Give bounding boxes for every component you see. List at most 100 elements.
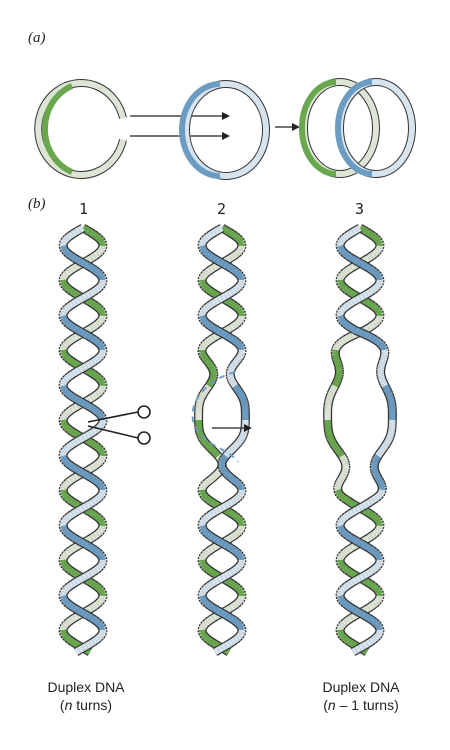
- strand-segment: [91, 511, 99, 519]
- strand-segment: [67, 287, 75, 295]
- strand-segment: [72, 535, 80, 543]
- strand-segment: [227, 289, 234, 297]
- strand-segment: [200, 562, 208, 568]
- strand-segment: [201, 621, 208, 629]
- strand-segment: [228, 265, 236, 273]
- strand-segment: [360, 611, 367, 619]
- strand-segment: [356, 609, 364, 617]
- strand-segment: [202, 515, 209, 523]
- strand-segment: [66, 477, 74, 485]
- strand-segment: [368, 637, 376, 645]
- strand-segment: [376, 630, 383, 636]
- strand-segment: [229, 380, 237, 386]
- strand-segment: [342, 285, 349, 293]
- strand-segment: [209, 366, 217, 372]
- strand-segment: [88, 429, 95, 437]
- strand-segment: [95, 619, 102, 627]
- strand-segment: [235, 356, 242, 362]
- strand-segment: [76, 607, 83, 615]
- strand-segment: [369, 267, 377, 275]
- strand-segment: [71, 509, 78, 517]
- strand-segment: [237, 596, 245, 602]
- strand-segment: [378, 376, 386, 382]
- strand-segment: [214, 469, 222, 477]
- strand-segment: [382, 384, 389, 390]
- strand-segment: [342, 335, 350, 343]
- strand-segment: [95, 319, 102, 327]
- strand-segment: [66, 337, 74, 345]
- strand-segment: [60, 246, 68, 252]
- strand-segment: [236, 238, 244, 244]
- strand-segment: [204, 303, 211, 311]
- strand-segment: [371, 233, 378, 241]
- strand-segment: [205, 360, 213, 366]
- strand-segment: [63, 493, 70, 501]
- strand-segment: [99, 490, 106, 496]
- strand-segment: [233, 357, 241, 365]
- strand-segment: [213, 647, 221, 655]
- strand-segment: [236, 341, 243, 349]
- strand-segment: [97, 378, 105, 384]
- strand-segment: [67, 231, 75, 239]
- strand-segment: [62, 527, 69, 535]
- strand-segment: [89, 265, 97, 273]
- strand-segment: [95, 479, 102, 487]
- strand-segment: [358, 573, 366, 581]
- strand-segment: [202, 305, 209, 313]
- strand-segment: [340, 563, 347, 571]
- strand-segment: [341, 469, 349, 473]
- helix-duplex-n-turns: [58, 224, 108, 656]
- strand-segment: [230, 637, 238, 645]
- strand-segment: [338, 588, 346, 594]
- strand-segment: [97, 621, 104, 629]
- strand-segment: [333, 358, 341, 364]
- strand-segment: [76, 257, 83, 265]
- strand-segment: [237, 316, 245, 322]
- strand-segment: [198, 394, 206, 400]
- strand-segment: [66, 391, 74, 399]
- strand-segment: [199, 352, 207, 358]
- strand-segment: [220, 468, 228, 474]
- strand-segment: [381, 444, 388, 450]
- strand-segment: [235, 515, 242, 523]
- strand-segment: [363, 535, 371, 543]
- strand-segment: [88, 639, 95, 647]
- strand-segment: [203, 529, 210, 537]
- strand-segment: [236, 308, 244, 314]
- strand-segment: [371, 495, 379, 503]
- strand-segment: [371, 469, 379, 473]
- strand-segment: [98, 344, 106, 350]
- strand-segment: [228, 615, 236, 623]
- strand-segment: [61, 518, 69, 524]
- strand-segment: [61, 562, 69, 568]
- strand-segment: [344, 567, 352, 575]
- strand-segment: [384, 438, 392, 444]
- strand-segment: [327, 392, 335, 398]
- strand-segment: [337, 476, 345, 482]
- strand-segment: [205, 547, 213, 555]
- strand-segment: [369, 251, 377, 259]
- strand-segment: [325, 397, 333, 401]
- strand-segment: [378, 448, 385, 454]
- strand-segment: [346, 265, 354, 273]
- strand-segment: [63, 235, 70, 243]
- strand-segment: [200, 390, 208, 396]
- strand-segment: [218, 259, 226, 267]
- strand-segment: [373, 515, 380, 523]
- strand-segment: [236, 597, 243, 605]
- strand-segment: [89, 533, 97, 541]
- strand-segment: [67, 427, 75, 435]
- strand-segment: [380, 346, 388, 352]
- strand-segment: [362, 331, 370, 339]
- strand-segment: [98, 554, 106, 560]
- strand-segment: [356, 539, 364, 547]
- strand-segment: [89, 603, 97, 611]
- strand-segment: [376, 478, 384, 484]
- strand-segment: [62, 247, 69, 255]
- strand-segment: [203, 599, 210, 607]
- strand-segment: [206, 362, 214, 368]
- strand-segment: [236, 390, 244, 396]
- strand-segment: [236, 247, 243, 255]
- strand-segment: [65, 233, 72, 241]
- strand-segment: [99, 350, 106, 356]
